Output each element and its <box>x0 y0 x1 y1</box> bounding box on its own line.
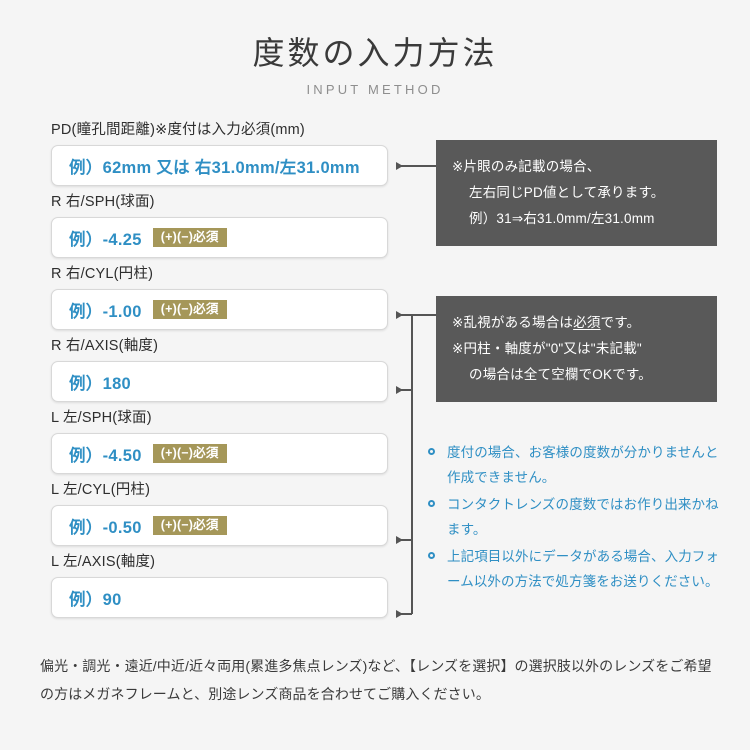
field-input-pd[interactable]: 例）62mm 又は 右31.0mm/左31.0mm <box>51 145 388 186</box>
callout-pd-line-3: 例）31⇒右31.0mm/左31.0mm <box>469 211 655 226</box>
callout-astigmatism-line-1-tail: です。 <box>600 315 641 330</box>
field-input-r-sph[interactable]: 例）-4.25 (+)(−)必須 <box>51 217 388 258</box>
callout-astigmatism-line-2: ※円柱・軸度が"0"又は"未記載" <box>452 341 642 356</box>
field-group-r-cyl: R 右/CYL(円柱) 例）-1.00 (+)(−)必須 <box>51 264 388 330</box>
prescription-field-list: PD(瞳孔間距離)※度付は入力必須(mm) 例）62mm 又は 右31.0mm/… <box>51 120 388 624</box>
required-badge-r-sph: (+)(−)必須 <box>152 227 227 248</box>
list-item: コンタクトレンズの度数ではお作り出来かねます。 <box>428 492 723 542</box>
callout-pd-note: ※片眼のみ記載の場合、 左右同じPD値として承ります。 例）31⇒右31.0mm… <box>436 140 717 246</box>
page-subtitle: INPUT METHOD <box>306 82 444 98</box>
field-input-l-sph[interactable]: 例）-4.50 (+)(−)必須 <box>51 433 388 474</box>
callout-pd-line-1: ※片眼のみ記載の場合、 <box>452 159 601 174</box>
field-group-r-axis: R 右/AXIS(軸度) 例）180 <box>51 336 388 402</box>
bullet-circle-icon <box>428 552 435 559</box>
field-label-pd: PD(瞳孔間距離)※度付は入力必須(mm) <box>51 122 305 138</box>
field-value-l-cyl: 例）-0.50 <box>69 518 142 537</box>
field-label-r-sph: R 右/SPH(球面) <box>51 194 155 210</box>
callout-astigmatism-line-1-head: ※乱視がある場合は <box>452 315 574 330</box>
field-group-l-cyl: L 左/CYL(円柱) 例）-0.50 (+)(−)必須 <box>51 480 388 546</box>
note-text: コンタクトレンズの度数ではお作り出来かねます。 <box>447 497 719 537</box>
field-label-r-axis: R 右/AXIS(軸度) <box>51 338 159 354</box>
field-input-l-axis[interactable]: 例）90 <box>51 577 388 618</box>
field-group-l-axis: L 左/AXIS(軸度) 例）90 <box>51 552 388 618</box>
required-badge-l-cyl: (+)(−)必須 <box>152 515 227 536</box>
footer-note: 偏光・調光・遠近/中近/近々両用(累進多焦点レンズ)など、【レンズを選択】の選択… <box>40 658 712 702</box>
field-label-l-sph: L 左/SPH(球面) <box>51 410 152 426</box>
notes-list: 度付の場合、お客様の度数が分かりませんと作成できません。 コンタクトレンズの度数… <box>428 440 723 596</box>
field-value-r-axis: 例）180 <box>69 374 132 393</box>
bullet-circle-icon <box>428 500 435 507</box>
field-value-r-sph: 例）-4.25 <box>69 230 142 249</box>
field-value-l-sph: 例）-4.50 <box>69 446 142 465</box>
callout-astigmatism-required-word: 必須 <box>573 315 601 330</box>
field-group-l-sph: L 左/SPH(球面) 例）-4.50 (+)(−)必須 <box>51 408 388 474</box>
callout-pd-line-2: 左右同じPD値として承ります。 <box>469 185 665 200</box>
field-input-l-cyl[interactable]: 例）-0.50 (+)(−)必須 <box>51 505 388 546</box>
field-value-r-cyl: 例）-1.00 <box>69 302 142 321</box>
field-label-l-axis: L 左/AXIS(軸度) <box>51 554 156 570</box>
field-value-pd: 例）62mm 又は 右31.0mm/左31.0mm <box>69 158 360 177</box>
list-item: 上記項目以外にデータがある場合、入力フォーム以外の方法で処方箋をお送りください。 <box>428 544 723 594</box>
page-title: 度数の入力方法 <box>252 35 498 71</box>
field-label-l-cyl: L 左/CYL(円柱) <box>51 482 151 498</box>
bullet-circle-icon <box>428 448 435 455</box>
field-input-r-axis[interactable]: 例）180 <box>51 361 388 402</box>
field-value-l-axis: 例）90 <box>69 590 122 609</box>
field-group-pd: PD(瞳孔間距離)※度付は入力必須(mm) 例）62mm 又は 右31.0mm/… <box>51 120 388 186</box>
callout-astigmatism-note: ※乱視がある場合は必須です。 ※円柱・軸度が"0"又は"未記載" の場合は全て空… <box>436 296 717 402</box>
field-label-r-cyl: R 右/CYL(円柱) <box>51 266 154 282</box>
field-group-r-sph: R 右/SPH(球面) 例）-4.25 (+)(−)必須 <box>51 192 388 258</box>
note-text: 度付の場合、お客様の度数が分かりませんと作成できません。 <box>447 445 719 485</box>
required-badge-r-cyl: (+)(−)必須 <box>152 299 227 320</box>
callout-astigmatism-line-1: ※乱視がある場合は必須です。 <box>452 310 703 336</box>
page-header: 度数の入力方法 INPUT METHOD <box>0 34 750 97</box>
field-input-r-cyl[interactable]: 例）-1.00 (+)(−)必須 <box>51 289 388 330</box>
note-text: 上記項目以外にデータがある場合、入力フォーム以外の方法で処方箋をお送りください。 <box>447 549 719 589</box>
required-badge-l-sph: (+)(−)必須 <box>152 443 227 464</box>
list-item: 度付の場合、お客様の度数が分かりませんと作成できません。 <box>428 440 723 490</box>
callout-astigmatism-line-3: の場合は全て空欄でOKです。 <box>469 367 652 382</box>
